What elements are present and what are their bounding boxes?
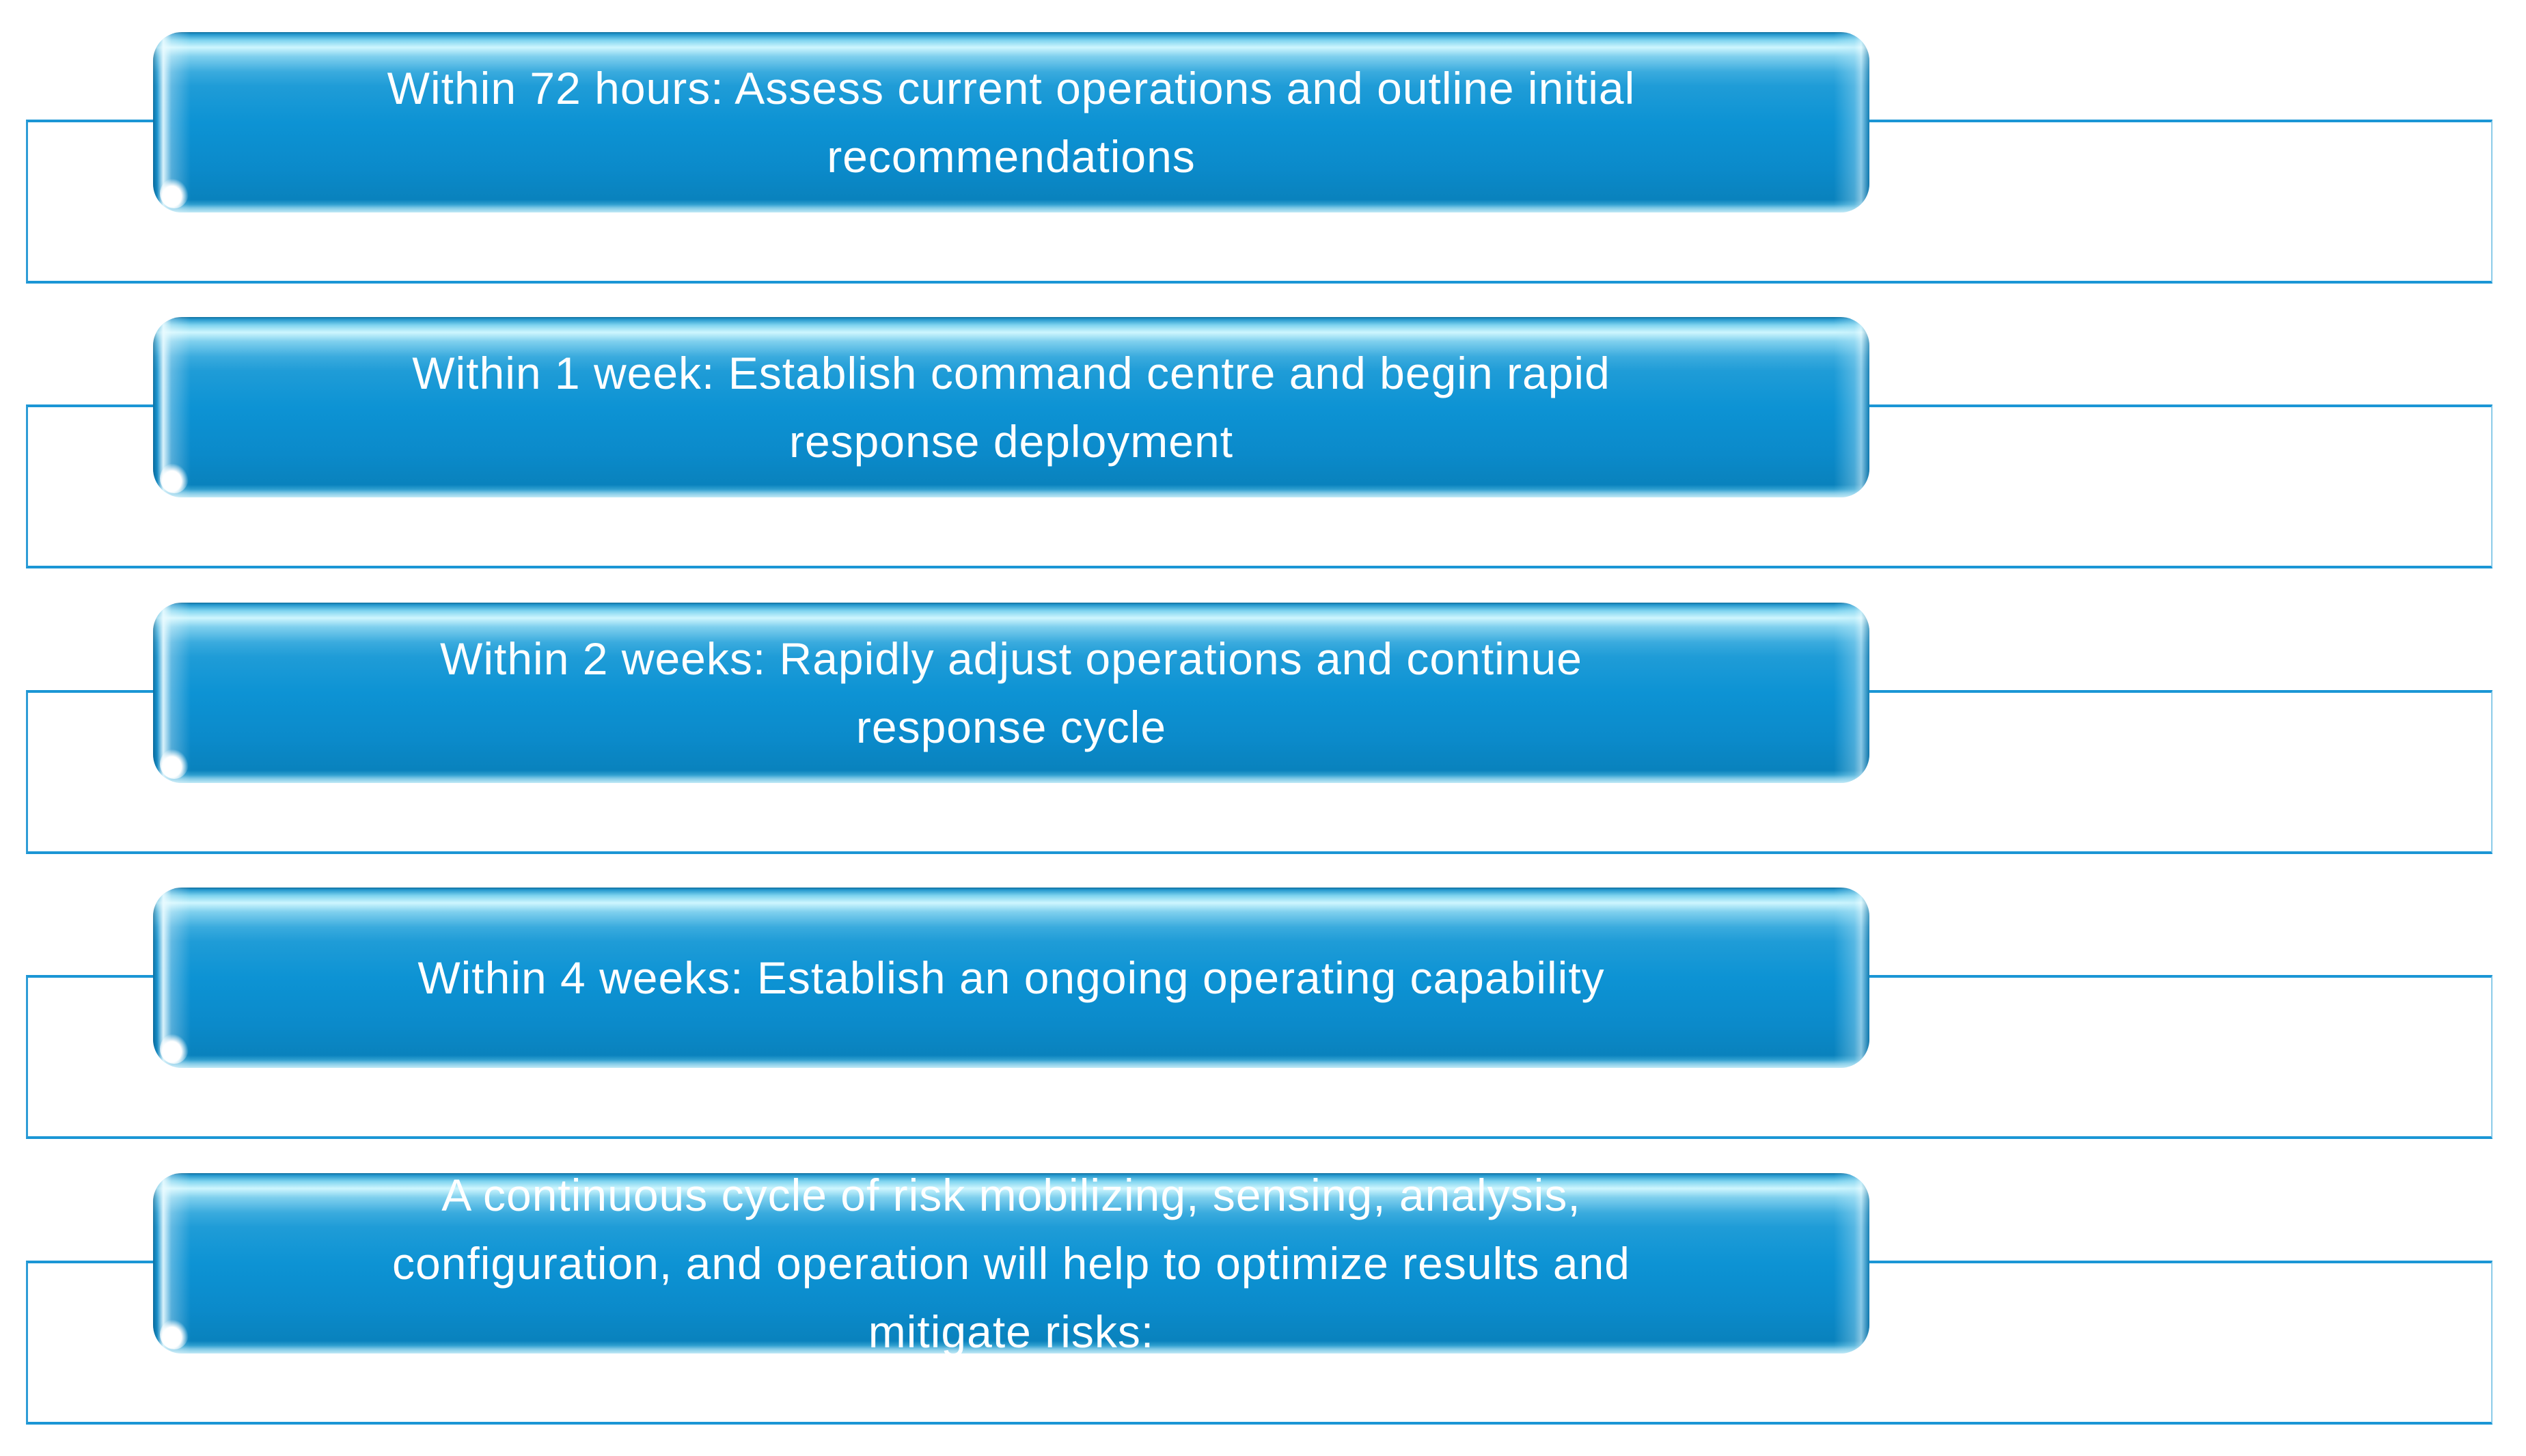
banner-text-line: Within 72 hours: Assess current operatio… xyxy=(387,63,1636,113)
banner-text-line: Within 4 weeks: Establish an ongoing ope… xyxy=(417,952,1605,1003)
timeline-row-2: Within 1 week: Establish command centre … xyxy=(0,317,2526,604)
banner-text-line: configuration, and operation will help t… xyxy=(392,1238,1631,1289)
banner-text-line: A continuous cycle of risk mobilizing, s… xyxy=(441,1170,1581,1220)
banner-text-line: Within 2 weeks: Rapidly adjust operation… xyxy=(440,633,1582,684)
step-banner-2-weeks: Within 2 weeks: Rapidly adjust operation… xyxy=(153,603,1869,783)
step-banner-continuous-cycle: A continuous cycle of risk mobilizing, s… xyxy=(153,1170,1869,1357)
step-banner-1-week: Within 1 week: Establish command centre … xyxy=(153,317,1869,497)
banner-text-line: mitigate risks: xyxy=(868,1306,1155,1357)
banner-text-line: response deployment xyxy=(788,416,1234,467)
timeline-row-3: Within 2 weeks: Rapidly adjust operation… xyxy=(0,603,2526,890)
timeline-row-4: Within 4 weeks: Establish an ongoing ope… xyxy=(0,888,2526,1175)
timeline-row-1: Within 72 hours: Assess current operatio… xyxy=(0,32,2526,319)
step-banner-4-weeks: Within 4 weeks: Establish an ongoing ope… xyxy=(153,888,1869,1068)
step-banner-72-hours: Within 72 hours: Assess current operatio… xyxy=(153,32,1869,212)
banner-text-line: recommendations xyxy=(827,131,1196,182)
timeline-row-5: A continuous cycle of risk mobilizing, s… xyxy=(0,1170,2526,1456)
banner-text-line: response cycle xyxy=(855,702,1167,752)
banner-text-line: Within 1 week: Establish command centre … xyxy=(412,348,1610,398)
